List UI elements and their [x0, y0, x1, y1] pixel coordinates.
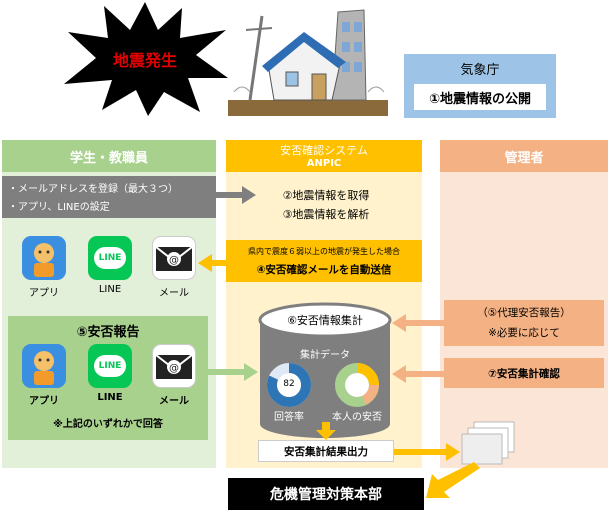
tally-arrow	[392, 365, 446, 383]
proxy-report-box	[444, 300, 604, 346]
system-header	[226, 140, 422, 172]
step4-label: ④安否確認メールを自動送信	[256, 263, 392, 276]
proxy-title: （⑤代理安否報告）	[477, 306, 571, 319]
step3-label: ③地震情報を解析	[282, 208, 370, 221]
document-stack-icon	[461, 421, 515, 465]
svg-text:@: @	[169, 255, 179, 266]
report-mail-label: メール	[159, 396, 189, 407]
report-line-label: LINE	[97, 392, 123, 403]
report-title: ⑤安否報告	[76, 324, 140, 340]
students-header: 学生・教職員	[2, 140, 216, 172]
db-title: ⑥安否情報集計	[287, 314, 363, 327]
anpic-app-icon	[22, 236, 66, 280]
step2-label: ②地震情報を取得	[282, 189, 370, 202]
report-note: ※上記のいずれかで回答	[53, 418, 163, 430]
response-rate-donut	[267, 363, 311, 407]
line-label: LINE	[98, 284, 122, 295]
report-arrow	[208, 363, 258, 381]
system-header-title: 安否確認システム	[280, 143, 368, 157]
system-header-sub: ANPIC	[306, 158, 342, 169]
tally-check-box: ⑦安否集計確認	[444, 358, 604, 388]
registration-arrow	[216, 186, 256, 204]
jma-publish-box: ①地震情報の公開	[414, 84, 546, 110]
output-right-arrow	[394, 443, 460, 461]
quake-burst-label: 地震発生	[112, 51, 177, 70]
mail-icon: @	[152, 236, 196, 280]
report-line-icon: LINE	[88, 344, 132, 388]
proxy-note: ※必要に応じて	[488, 326, 560, 339]
jma-title: 気象庁	[460, 62, 500, 78]
report-app-label: アプリ	[29, 396, 59, 407]
output-box: 安否集計結果出力	[258, 440, 394, 462]
self-safety-label: 本人の安否	[332, 411, 382, 423]
notify-arrow	[198, 254, 228, 272]
trigger-note: 県内で震度６弱以上の地震が発生した場合	[248, 246, 400, 256]
step4-box	[226, 240, 422, 282]
response-rate-label: 回答率	[274, 411, 304, 423]
registration-line-app: ・アプリ、LINEの設定	[8, 202, 110, 213]
line-icon: LINE	[88, 236, 132, 280]
response-rate-value: 82	[283, 379, 295, 389]
collapsed-house-illustration	[228, 9, 388, 116]
app-label: アプリ	[29, 288, 59, 299]
output-down-arrow	[316, 422, 336, 440]
db-sub: 集計データ	[300, 349, 350, 361]
mail-label: メール	[159, 288, 189, 299]
report-mail-icon: @	[152, 344, 196, 388]
registration-box	[2, 176, 216, 218]
report-line-icon-text: LINE	[94, 355, 126, 377]
line-icon-text: LINE	[94, 247, 126, 269]
registration-line-email: ・メールアドレスを登録（最大３つ）	[8, 184, 178, 195]
self-safety-donut	[335, 363, 379, 407]
hq-arrow	[426, 462, 480, 498]
svg-text:@: @	[169, 363, 179, 374]
report-anpic-app-icon	[22, 344, 66, 388]
admin-header: 管理者	[440, 140, 608, 172]
proxy-arrow	[392, 314, 446, 332]
hq-box: 危機管理対策本部	[228, 478, 424, 510]
explosion-burst-icon	[64, 2, 228, 116]
